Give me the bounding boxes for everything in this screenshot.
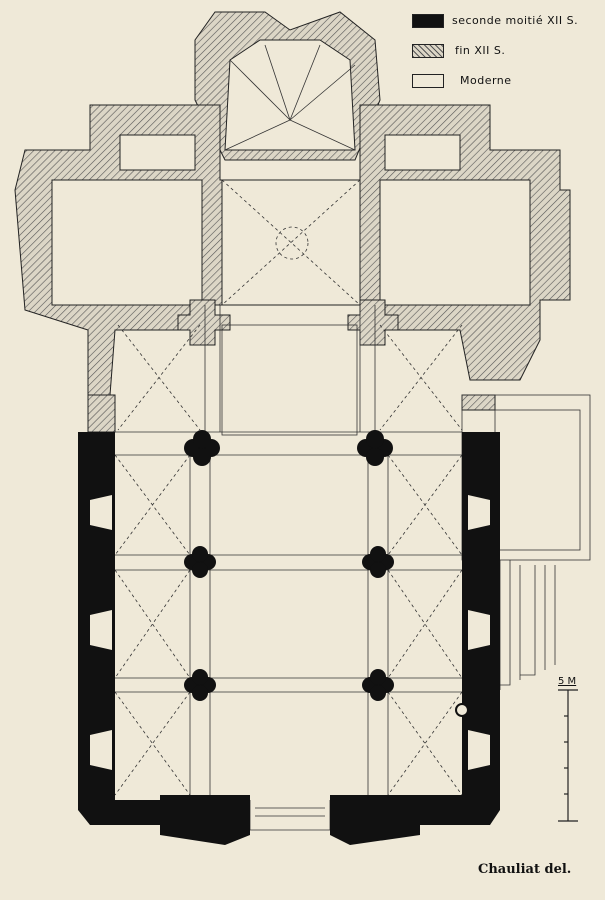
legend-label: seconde moitié XII S. bbox=[452, 14, 579, 27]
legend-swatch-blank bbox=[412, 74, 444, 88]
drafter-credit: Chauliat del. bbox=[478, 862, 572, 877]
vault-ribs bbox=[114, 44, 591, 831]
legend-swatch-black bbox=[412, 14, 444, 28]
piers bbox=[184, 430, 394, 701]
scale-label: 5 M bbox=[558, 676, 577, 687]
black-walls bbox=[78, 432, 500, 845]
scale-bar bbox=[558, 689, 578, 822]
legend-label: fin XII S. bbox=[455, 44, 506, 57]
legend-swatch-hatched bbox=[412, 44, 444, 58]
legend-label: Moderne bbox=[460, 74, 512, 87]
